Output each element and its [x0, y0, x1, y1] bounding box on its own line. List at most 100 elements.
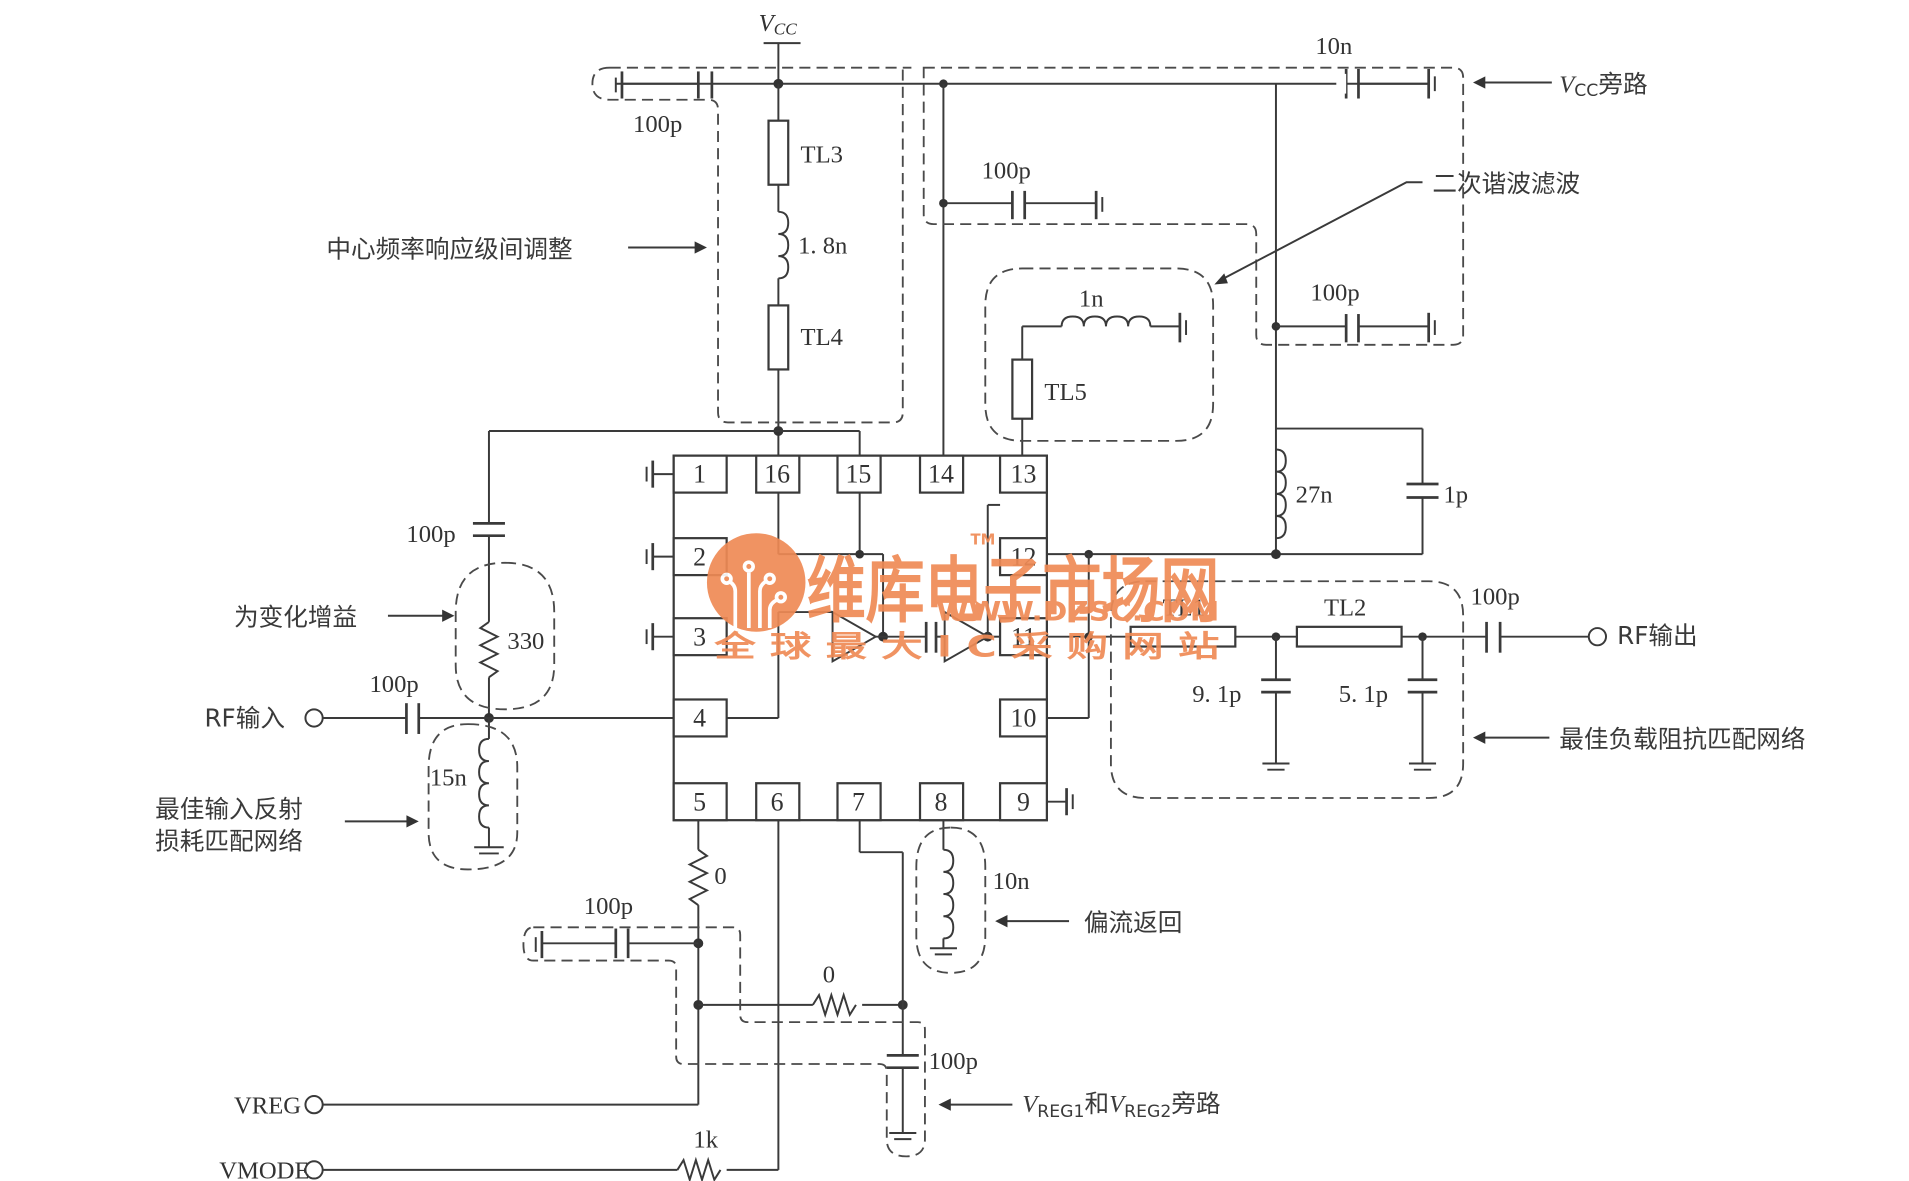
r-1k-label: 1k [693, 1127, 718, 1154]
c-vreg-left-label: 100p [584, 893, 633, 920]
outline-load-match [1109, 580, 1465, 799]
resistor-330 [478, 621, 500, 679]
watermark-logo-icon [706, 533, 806, 632]
resistor-0-mid [812, 991, 857, 1019]
pin-label: 3 [693, 622, 706, 651]
transmission-line-tl3 [767, 119, 790, 186]
outline-center-freq [591, 66, 912, 424]
rf-input-label: RF输入 [204, 704, 285, 733]
l-15n-label: 15n [430, 765, 467, 792]
resistor-0-top [687, 848, 710, 906]
annotation-second-harmonic: 二次谐波滤波 [1432, 169, 1580, 198]
pin-label: 10 [1011, 704, 1037, 733]
pin-label: 8 [934, 787, 947, 816]
annotation-vreg-bypass: VREG1和VREG2旁路 [1022, 1089, 1220, 1122]
pin-grounds [645, 460, 1074, 816]
pin-6 [755, 782, 801, 822]
vcc-label: VCC [759, 10, 798, 39]
pin-label: 12 [1011, 542, 1037, 571]
l-1p8n-label: 1. 8n [798, 233, 847, 260]
tl3-l-tl4-chain [488, 83, 861, 456]
c-9p1-label: 9. 1p [1192, 681, 1241, 708]
rf-output-label: RF输出 [1617, 621, 1698, 650]
amplifier-stage-2 [943, 610, 990, 664]
resistor-1k [676, 1156, 722, 1181]
c-rf-out-label: 100p [1471, 584, 1520, 611]
l-1n-label: 1n [1079, 286, 1104, 313]
pin-label: 1 [693, 460, 706, 489]
inductor-1p8n [778, 210, 790, 280]
c-rf-in-label: 100p [369, 671, 418, 698]
annotation-bias-return: 偏流返回 [1084, 908, 1183, 937]
r-0-top-label: 0 [714, 863, 726, 890]
tl2-label: TL2 [1324, 595, 1366, 622]
vcc-rail [615, 42, 1429, 89]
pin-label: 16 [764, 460, 790, 489]
group-outlines [427, 66, 1465, 1158]
c-vcc-mid-label: 100p [982, 158, 1031, 185]
callout-arrows [344, 76, 1552, 1111]
watermark-url: WWW.DZSC.COM [936, 597, 1219, 628]
outline-bias-return [915, 826, 987, 974]
inductor-1n [1060, 315, 1152, 327]
bias-network [304, 820, 957, 1181]
input-network [304, 431, 674, 855]
annotation-variable-gain: 为变化增益 [234, 603, 357, 632]
pin-label: 15 [846, 460, 872, 489]
watermark-slogan: 全 球 最 大 I C 采 购 网 站 [713, 629, 1219, 663]
c-5p1-label: 5. 1p [1339, 681, 1388, 708]
transmission-line-tl2 [1295, 625, 1403, 648]
r-0-mid-label: 0 [823, 962, 835, 989]
tank-27n-1p [1084, 427, 1439, 560]
pin-label: 2 [693, 542, 706, 571]
pin-7 [836, 782, 882, 822]
annotation-load-match: 最佳负载阻抗匹配网络 [1559, 725, 1805, 754]
pin-13 [998, 454, 1048, 494]
capacitor-vcc-left [614, 71, 714, 99]
watermark: 维库电子市场网 TM WWW.DZSC.COM 全 球 最 大 I C 采 购 … [706, 531, 1220, 663]
capacitor-vcc-10n [1344, 68, 1436, 99]
outline-harmonic-filter [984, 267, 1215, 442]
r-330-label: 330 [507, 628, 544, 655]
outline-vcc-bypass [922, 66, 1465, 346]
outline-input-match [427, 723, 519, 871]
pin-1 [672, 454, 728, 494]
transmission-line-tl4 [767, 304, 790, 371]
vcc-right-branch [1271, 83, 1436, 555]
pin-label: 6 [771, 787, 784, 816]
pin-3 [672, 617, 728, 657]
tl5-label: TL5 [1044, 379, 1086, 406]
inductor-27n [1275, 448, 1287, 540]
pin-5 [672, 782, 728, 822]
amplifier-stage-1 [831, 610, 878, 664]
vreg-port[interactable] [304, 1095, 324, 1115]
rf-output-port[interactable] [1587, 627, 1608, 647]
annotation-vcc-bypass: VCC旁路 [1559, 69, 1647, 101]
pin-14 [918, 454, 965, 494]
pin-label: 13 [1011, 460, 1037, 489]
inductor-15n [478, 737, 490, 829]
l-27n-label: 27n [1296, 481, 1333, 508]
outline-vreg-bypass [522, 926, 926, 1158]
annotation-center-freq: 中心频率响应级间调整 [326, 234, 572, 263]
tl1-label: TL1 [1163, 595, 1205, 622]
capacitor-vcc-mid [939, 83, 1104, 456]
pin-8 [918, 782, 965, 822]
c-in-top-label: 100p [406, 521, 455, 548]
c-vcc-left-label: 100p [633, 111, 682, 138]
pin-label: 4 [693, 704, 706, 733]
c-1p-label: 1p [1443, 481, 1468, 508]
outline-variable-gain [454, 561, 556, 711]
pin-label: 5 [693, 787, 706, 816]
l-10n-label: 10n [993, 868, 1030, 895]
vreg-label: VREG [234, 1092, 301, 1119]
c-vreg-bot-label: 100p [929, 1048, 978, 1075]
vmode-label: VMODE [219, 1158, 309, 1181]
c-vcc-right-label: 100p [1310, 279, 1359, 306]
watermark-brand: 维库电子市场网 [807, 550, 1220, 633]
pin-4 [672, 698, 728, 738]
annotation-input-match-1: 最佳输入反射 [155, 795, 303, 824]
tl3-label: TL3 [801, 142, 843, 169]
rf-input-port[interactable] [304, 708, 324, 728]
